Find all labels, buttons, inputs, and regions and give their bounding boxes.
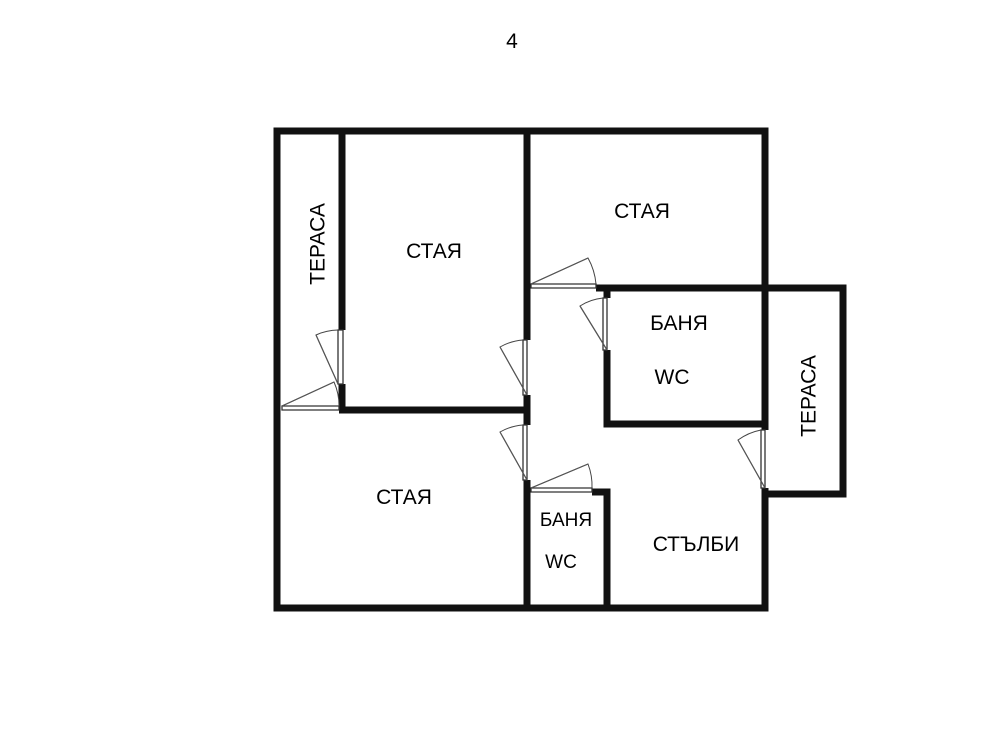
doors [281, 257, 766, 493]
label-room-north-left: СТАЯ [406, 240, 462, 263]
door-terrace-west-lower [281, 381, 340, 411]
outer-wall [273, 127, 769, 612]
door-bath-east [579, 297, 608, 351]
door-room-north-right [530, 257, 597, 289]
label-room-north-right: СТАЯ [614, 200, 670, 223]
room-labels: ТЕРАСА СТАЯ СТАЯ СТАЯ БАНЯ WC ТЕРАСА БАН… [307, 200, 821, 573]
label-terrace-east: ТЕРАСА [798, 355, 821, 437]
label-stairs: СТЪЛБИ [653, 533, 740, 556]
door-bath-center [530, 463, 593, 493]
walls [273, 127, 847, 612]
label-room-south-left: СТАЯ [376, 486, 432, 509]
door-terrace-east [737, 429, 766, 489]
label-bath-center: БАНЯ [540, 510, 592, 531]
label-bath-east: БАНЯ [650, 312, 708, 335]
floor-number: 4 [506, 30, 518, 53]
door-room-north-left [499, 339, 528, 396]
door-room-south-left [499, 424, 528, 481]
door-terrace-west-upper [315, 329, 344, 385]
label-wc-center: WC [545, 552, 577, 573]
label-terrace-west: ТЕРАСА [307, 203, 330, 285]
label-wc-east: WC [655, 366, 690, 389]
